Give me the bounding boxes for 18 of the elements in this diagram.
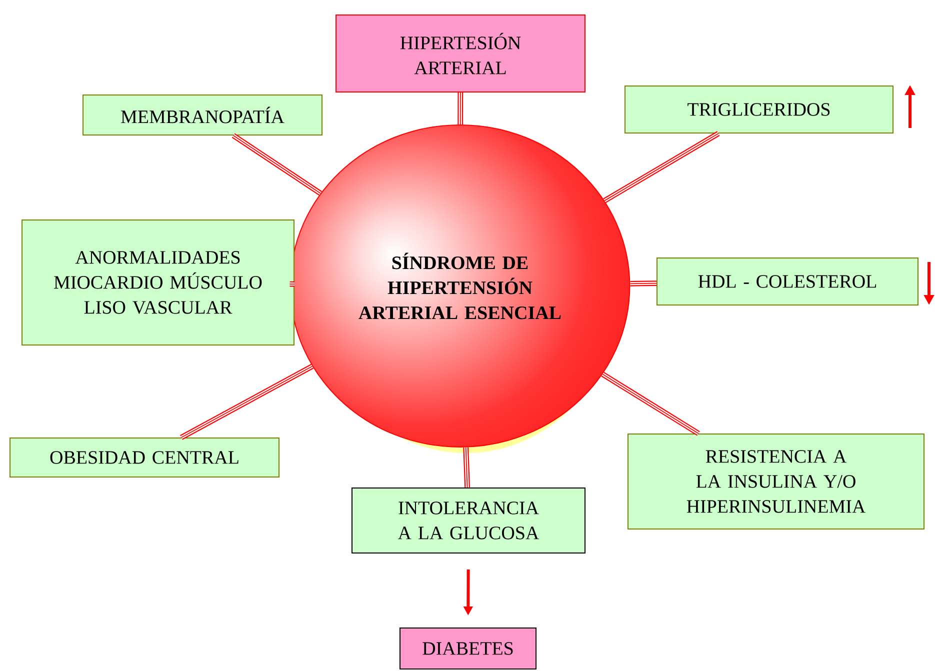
triple-line xyxy=(603,131,720,204)
triple-line xyxy=(458,92,464,125)
factor-box: DIABETES xyxy=(400,627,536,670)
triple-line xyxy=(630,280,657,286)
triple-line xyxy=(289,281,295,287)
factor-box: INTOLERANCIA A LA GLUCOSA xyxy=(352,487,586,554)
central-sphere: SÍNDROME DE HIPERTENSIÓN ARTERIAL ESENCIAL xyxy=(290,124,630,448)
factor-box: ANORMALIDADES MIOCARDIO MÚSCULO LISO VASCULAR xyxy=(22,219,294,346)
triple-line xyxy=(232,133,322,196)
triple-line xyxy=(601,372,700,436)
factor-box: RESISTENCIA A LA INSULINA Y/O HIPERINSULINEMIA xyxy=(628,433,924,530)
factor-box: HDL - COLESTEROL xyxy=(656,257,918,306)
triple-line xyxy=(180,364,314,440)
triple-line xyxy=(463,446,470,488)
factor-box: MEMBRANOPATÍA xyxy=(82,94,322,136)
factor-box: TRIGLICERIDOS xyxy=(624,86,894,134)
factor-box: OBESIDAD CENTRAL xyxy=(10,438,280,478)
factor-box: HIPERTESIÓN ARTERIAL xyxy=(336,14,586,92)
